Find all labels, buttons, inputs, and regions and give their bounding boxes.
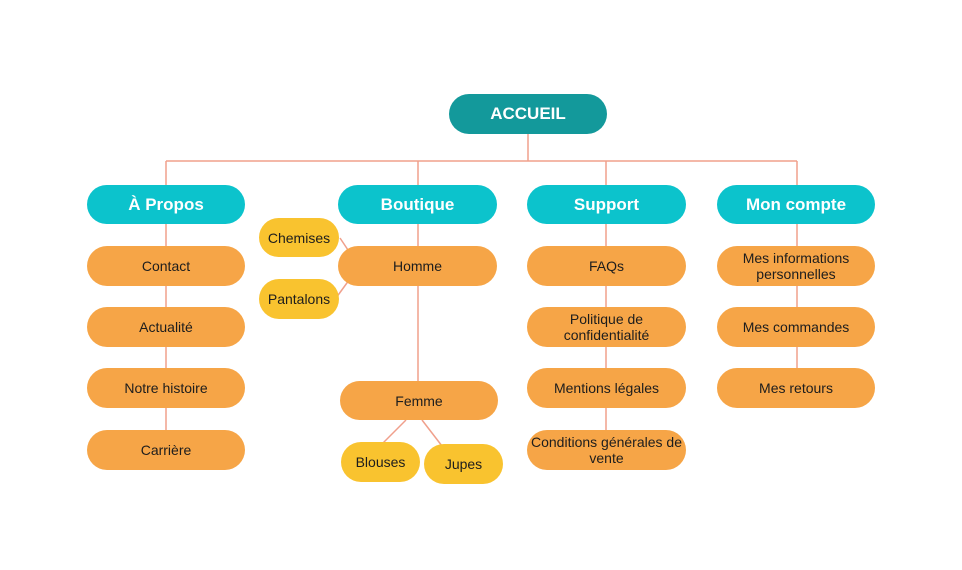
node-support[interactable]: Support (527, 185, 686, 224)
node-label: Pantalons (267, 291, 331, 307)
node-label: Support (573, 194, 640, 214)
node-mon-compte[interactable]: Mon compte (717, 185, 875, 224)
node-label: Mes retours (759, 380, 833, 396)
node-label: Mes commandes (742, 319, 850, 335)
node-conditions-generales[interactable]: Conditions générales de vente (527, 430, 686, 470)
node-label: Boutique (380, 194, 455, 214)
node-label: Femme (395, 392, 443, 409)
node-carriere[interactable]: Carrière (87, 430, 245, 470)
node-politique-confidentialite[interactable]: Politique de confidentialité (527, 307, 686, 347)
node-boutique[interactable]: Boutique (338, 185, 497, 224)
node-label: ACCUEIL (490, 104, 566, 123)
node-pantalons[interactable]: Pantalons (259, 279, 339, 319)
node-faqs[interactable]: FAQs (527, 246, 686, 286)
node-blouses[interactable]: Blouses (341, 442, 420, 482)
node-a-propos[interactable]: À Propos (87, 185, 245, 224)
node-label: Mentions légales (553, 380, 660, 396)
node-label: Jupes (444, 456, 483, 472)
node-label: Mon compte (745, 194, 847, 214)
node-label: Carrière (140, 442, 192, 458)
node-chemises[interactable]: Chemises (259, 218, 339, 257)
node-homme[interactable]: Homme (338, 246, 497, 286)
node-label: Mes informations personnelles (742, 250, 850, 282)
node-label: Contact (141, 258, 191, 274)
node-mes-informations[interactable]: Mes informations personnelles (717, 246, 875, 286)
node-label: Chemises (267, 229, 331, 246)
node-contact[interactable]: Contact (87, 246, 245, 286)
node-jupes[interactable]: Jupes (424, 444, 503, 484)
node-actualite[interactable]: Actualité (87, 307, 245, 347)
node-accueil[interactable]: ACCUEIL (449, 94, 607, 134)
node-mes-retours[interactable]: Mes retours (717, 368, 875, 408)
node-mes-commandes[interactable]: Mes commandes (717, 307, 875, 347)
node-label: Actualité (139, 319, 193, 335)
node-mentions-legales[interactable]: Mentions légales (527, 368, 686, 408)
node-label: Notre histoire (124, 380, 208, 396)
node-label: Politique de confidentialité (563, 311, 650, 343)
node-label: Conditions générales de vente (531, 434, 682, 466)
node-femme[interactable]: Femme (340, 381, 498, 420)
node-label: Homme (392, 258, 442, 274)
node-label: FAQs (588, 258, 624, 274)
node-label: À Propos (128, 194, 204, 214)
node-label: Blouses (355, 454, 406, 470)
node-notre-histoire[interactable]: Notre histoire (87, 368, 245, 408)
